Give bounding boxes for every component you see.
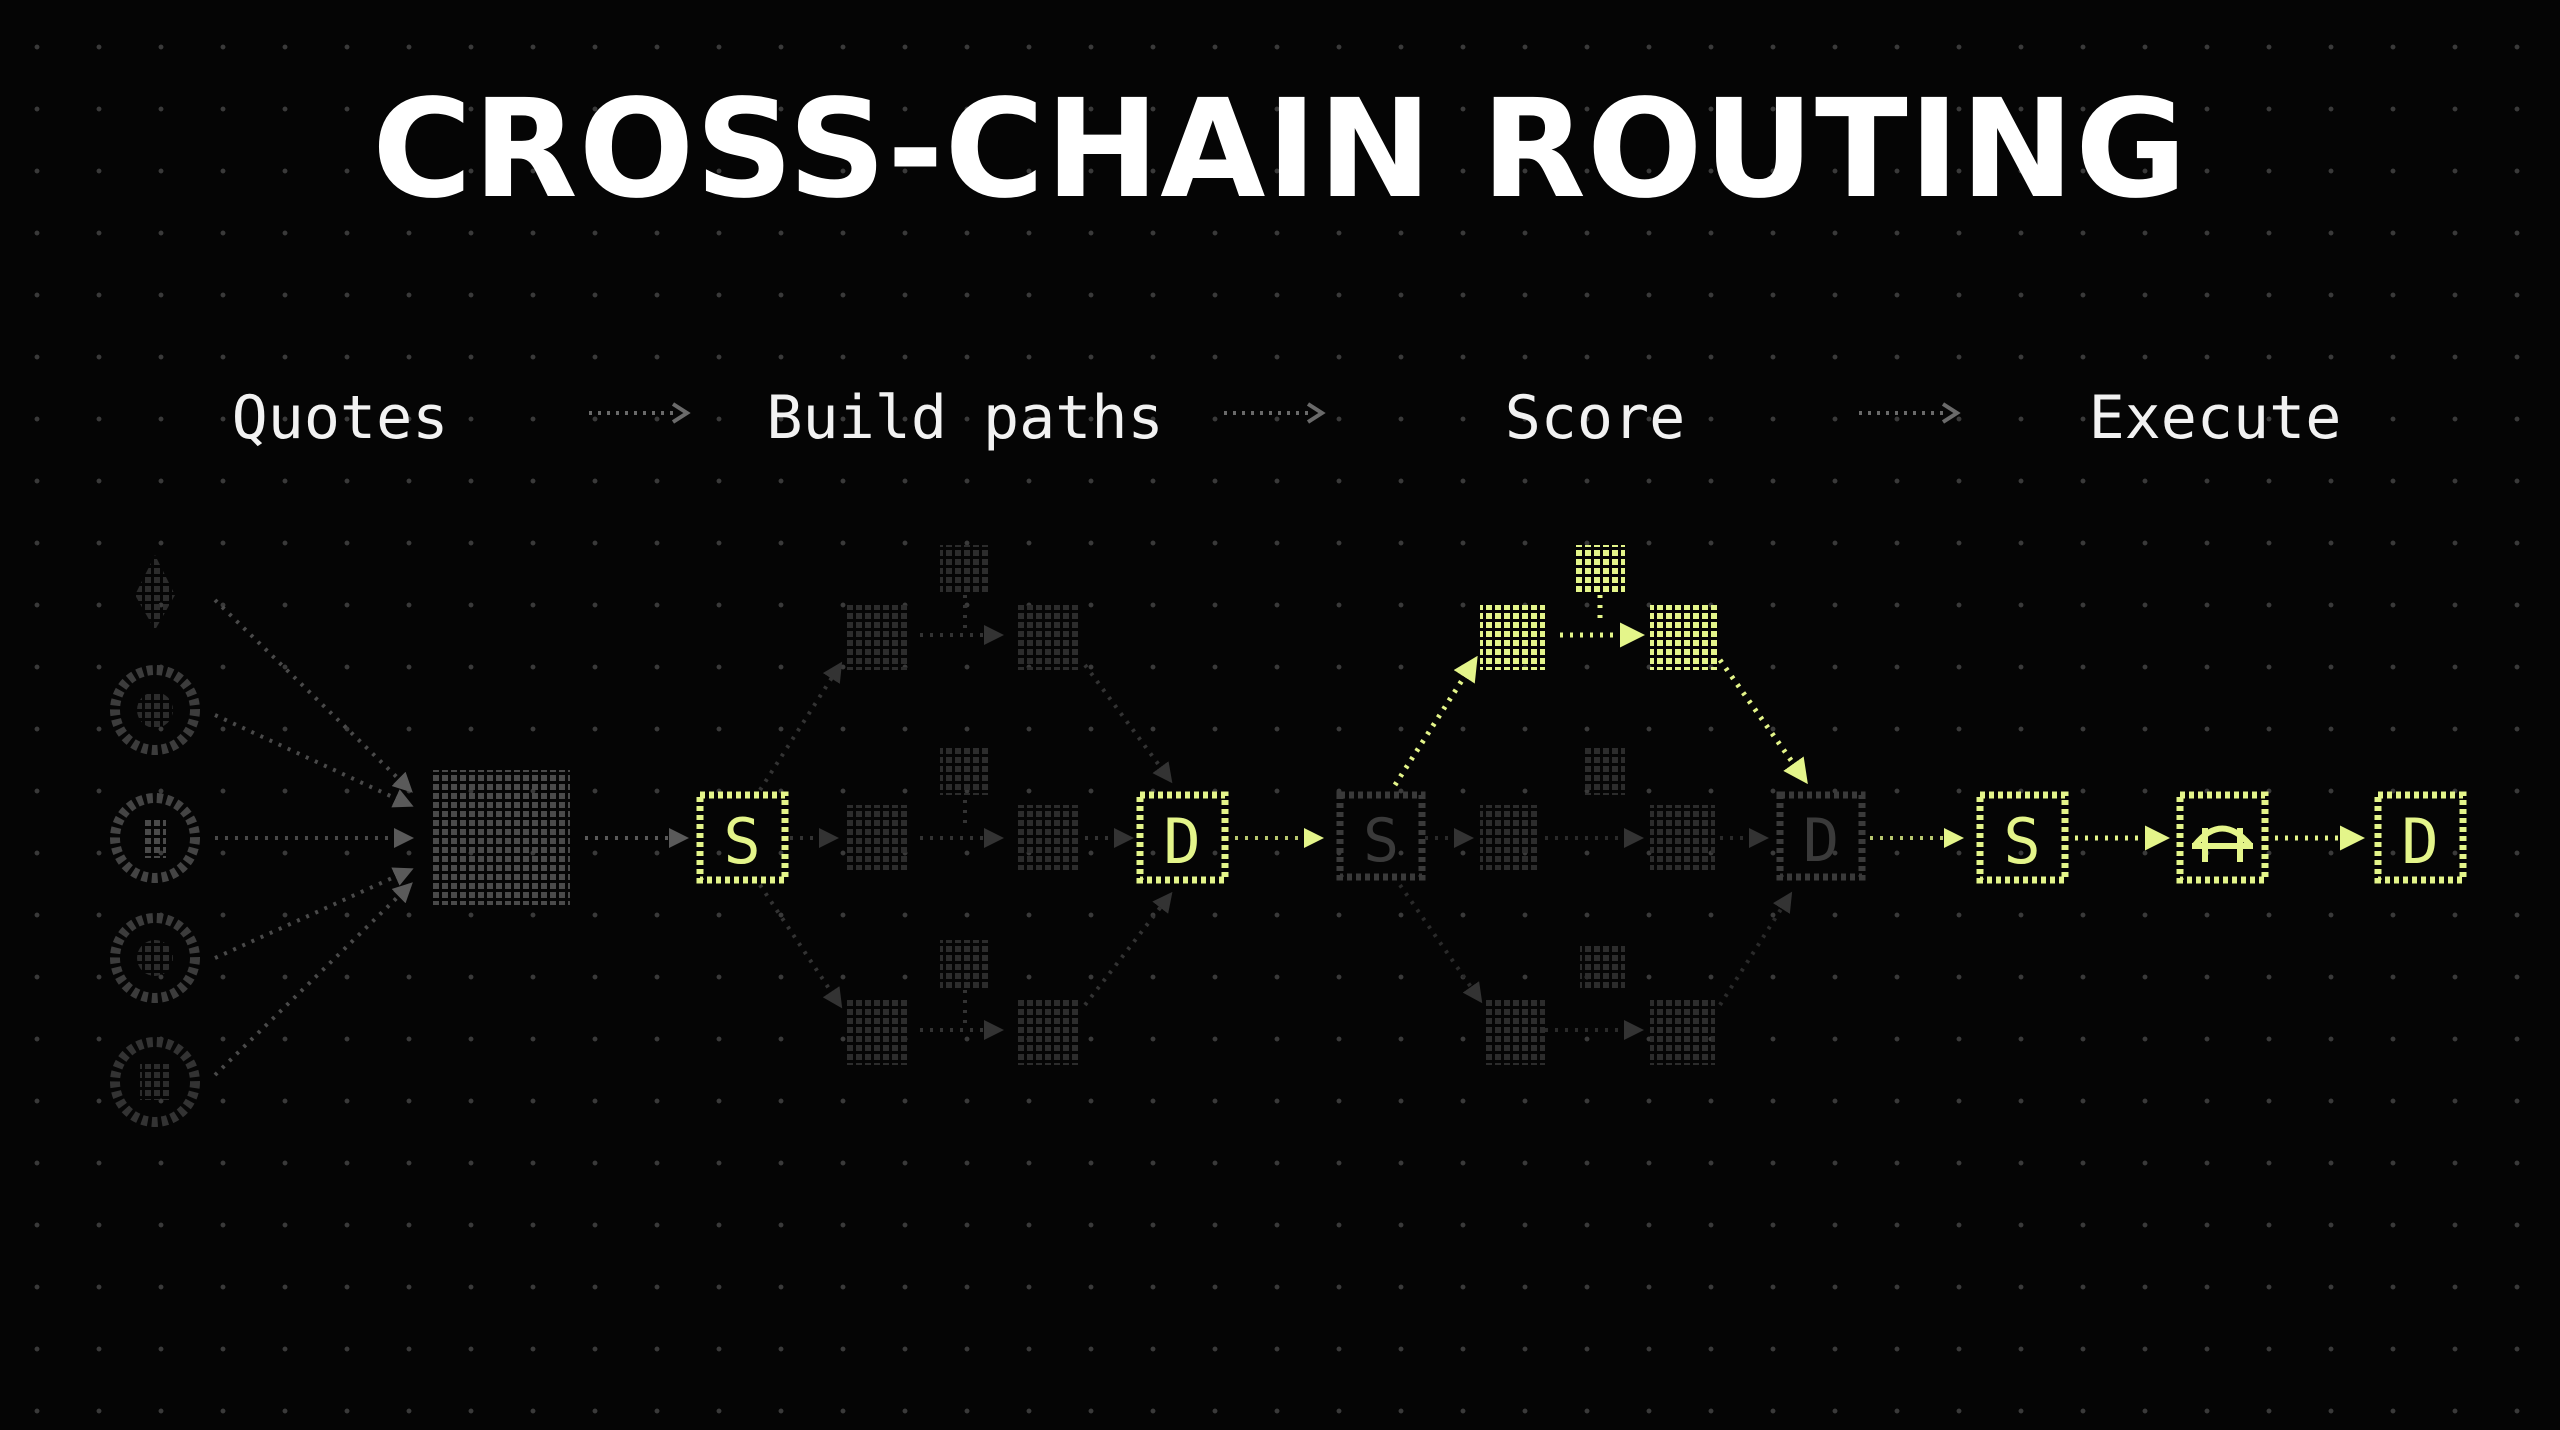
step-label-build-paths: Build paths bbox=[766, 383, 1164, 453]
token-icon bbox=[110, 913, 200, 1003]
quote-sources bbox=[110, 555, 689, 1127]
destination-node: D bbox=[1136, 791, 1229, 884]
source-node-label: S bbox=[723, 805, 760, 878]
bridge-icon bbox=[2176, 791, 2269, 884]
aggregator-icon bbox=[430, 770, 570, 905]
step-label-execute: Execute bbox=[2088, 383, 2342, 453]
step-arrow-icon bbox=[1859, 402, 1961, 424]
destination-node: D bbox=[2374, 791, 2467, 884]
source-node: S bbox=[1976, 791, 2069, 884]
step-arrow-icon bbox=[589, 402, 691, 424]
source-node: S bbox=[1336, 791, 1426, 881]
destination-node: D bbox=[1776, 791, 1866, 881]
token-icon bbox=[110, 665, 200, 755]
source-node: S bbox=[696, 791, 789, 884]
build-paths-graph: S D bbox=[696, 545, 1324, 1065]
token-icon bbox=[110, 1037, 200, 1127]
step-label-quotes: Quotes bbox=[231, 383, 449, 453]
score-source-node-label: S bbox=[1363, 806, 1399, 876]
token-icon bbox=[135, 555, 175, 630]
page-title: CROSS-CHAIN ROUTING bbox=[372, 71, 2188, 229]
score-graph: S D bbox=[1336, 545, 1964, 1065]
score-destination-node-label: D bbox=[1803, 806, 1839, 876]
execute-source-node-label: S bbox=[2003, 805, 2040, 878]
execute-destination-node-label: D bbox=[2401, 805, 2438, 878]
step-label-score: Score bbox=[1504, 383, 1686, 453]
token-icon bbox=[110, 793, 200, 883]
step-arrow-icon bbox=[1224, 402, 1326, 424]
destination-node-label: D bbox=[1163, 805, 1200, 878]
execute-route: S D bbox=[1976, 791, 2467, 884]
